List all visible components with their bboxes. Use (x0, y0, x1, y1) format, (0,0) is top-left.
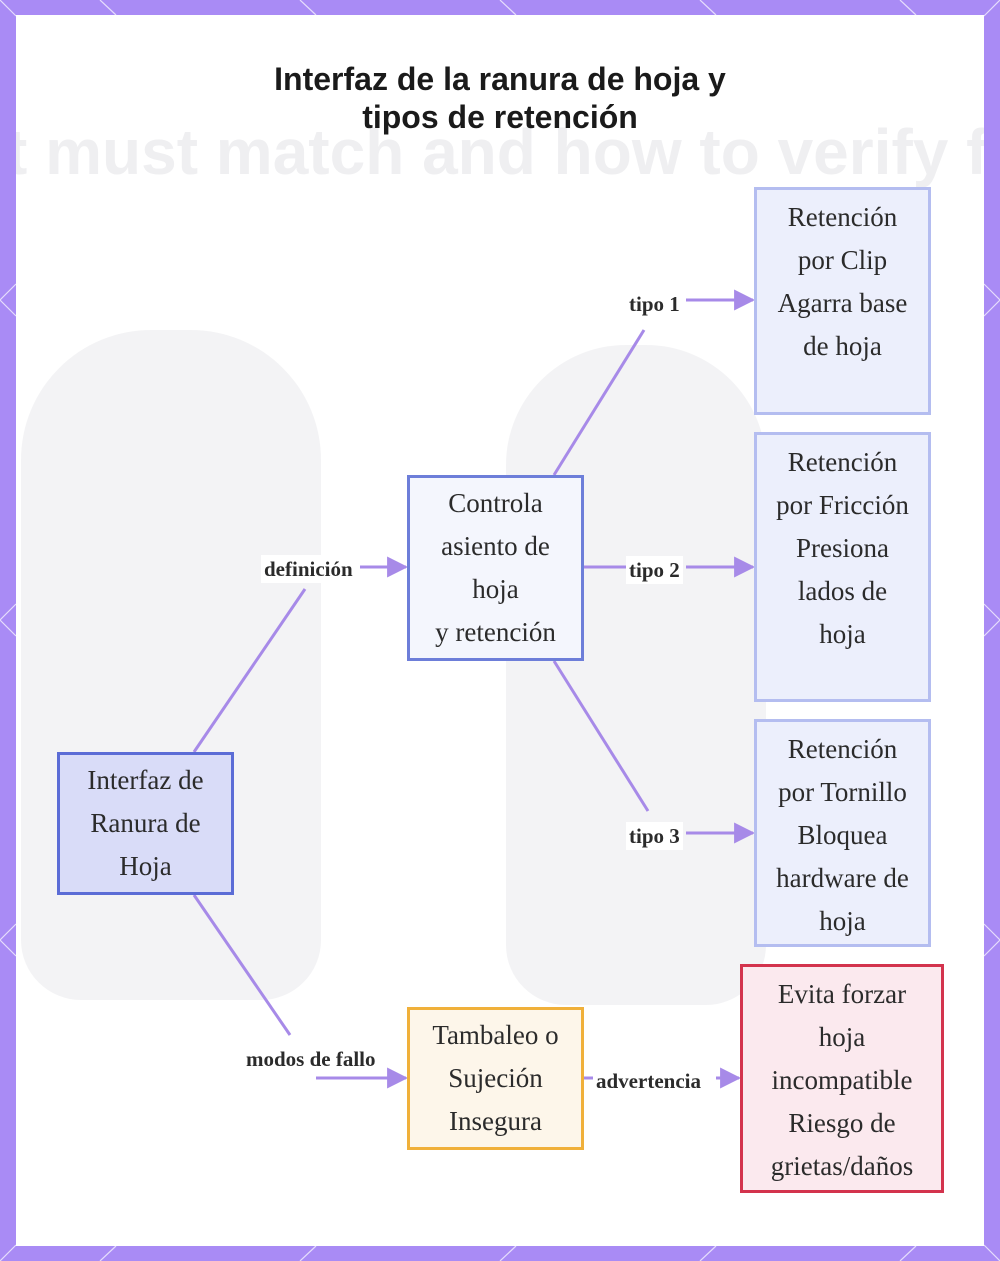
node-friction-line-3: Presiona (796, 533, 889, 563)
edge-label-warning: advertencia (593, 1067, 704, 1095)
node-root-line-3: Hoja (119, 851, 172, 881)
node-clip-line-3: Agarra base (777, 288, 908, 318)
background-ghost-text: t must match and how to verify fi (16, 116, 984, 188)
node-friction-retention: Retención por Fricción Presiona lados de… (754, 432, 931, 702)
edge-label-type1: tipo 1 (626, 290, 683, 318)
background-key-fob-right (506, 345, 766, 1005)
edge-label-definition: definición (261, 555, 356, 583)
node-risk-line-1: Evita forzar (777, 979, 907, 1009)
node-wobble-insecure: Tambaleo o Sujeción Insegura (407, 1007, 584, 1150)
node-screw-line-3: Bloquea (797, 820, 888, 850)
node-friction-line-2: por Fricción (776, 490, 909, 520)
node-screw-line-2: por Tornillo (778, 777, 907, 807)
node-controls-line-3: hoja (472, 574, 519, 604)
node-screw-line-4: hardware de (776, 863, 909, 893)
node-controls-seating: Controla asiento de hoja y retención (407, 475, 584, 661)
node-root-line-2: Ranura de (90, 808, 201, 838)
node-screw-retention: Retención por Tornillo Bloquea hardware … (754, 719, 931, 947)
edge-label-type2: tipo 2 (626, 556, 683, 584)
node-wobble-line-2: Sujeción (448, 1063, 543, 1093)
node-controls-line-1: Controla (448, 488, 543, 518)
node-clip-retention: Retención por Clip Agarra base de hoja (754, 187, 931, 415)
node-controls-line-4: y retención (435, 617, 556, 647)
node-wobble-line-1: Tambaleo o (432, 1020, 559, 1050)
diagram-edges (192, 289, 756, 1089)
node-risk-line-5: grietas/daños (770, 1151, 914, 1181)
node-friction-line-4: lados de (797, 576, 888, 606)
edge-type3-line (552, 660, 650, 812)
edge-label-type3: tipo 3 (626, 822, 683, 850)
node-risk-line-2: hoja (818, 1022, 866, 1052)
node-clip-line-1: Retención (787, 202, 898, 232)
title-line-1: Interfaz de la ranura de hoja y (274, 61, 726, 97)
node-screw-line-1: Retención (787, 734, 898, 764)
node-clip-line-4: de hoja (803, 331, 882, 361)
node-friction-line-5: hoja (819, 619, 866, 649)
edge-failure-line (192, 894, 292, 1036)
edge-type1-line (552, 329, 646, 476)
node-risk-line-4: Riesgo de (788, 1108, 896, 1138)
node-screw-line-5: hoja (819, 906, 866, 936)
edge-definition-line (192, 588, 307, 753)
node-friction-line-1: Retención (787, 447, 898, 477)
node-crack-risk: Evita forzar hoja incompatible Riesgo de… (740, 964, 944, 1193)
node-clip-line-2: por Clip (797, 245, 888, 275)
node-blade-slot-interface: Interfaz de Ranura de Hoja (57, 752, 234, 895)
node-wobble-line-3: Insegura (449, 1106, 542, 1136)
edge-label-failure-modes: modos de fallo (243, 1045, 379, 1073)
diagram-title: Interfaz de la ranura de hoja y tipos de… (16, 60, 984, 136)
node-controls-line-2: asiento de (441, 531, 550, 561)
node-root-line-1: Interfaz de (87, 765, 204, 795)
node-risk-line-3: incompatible (771, 1065, 913, 1095)
diagram-canvas: t must match and how to verify fi Interf… (16, 15, 984, 1246)
title-line-2: tipos de retención (362, 99, 638, 135)
